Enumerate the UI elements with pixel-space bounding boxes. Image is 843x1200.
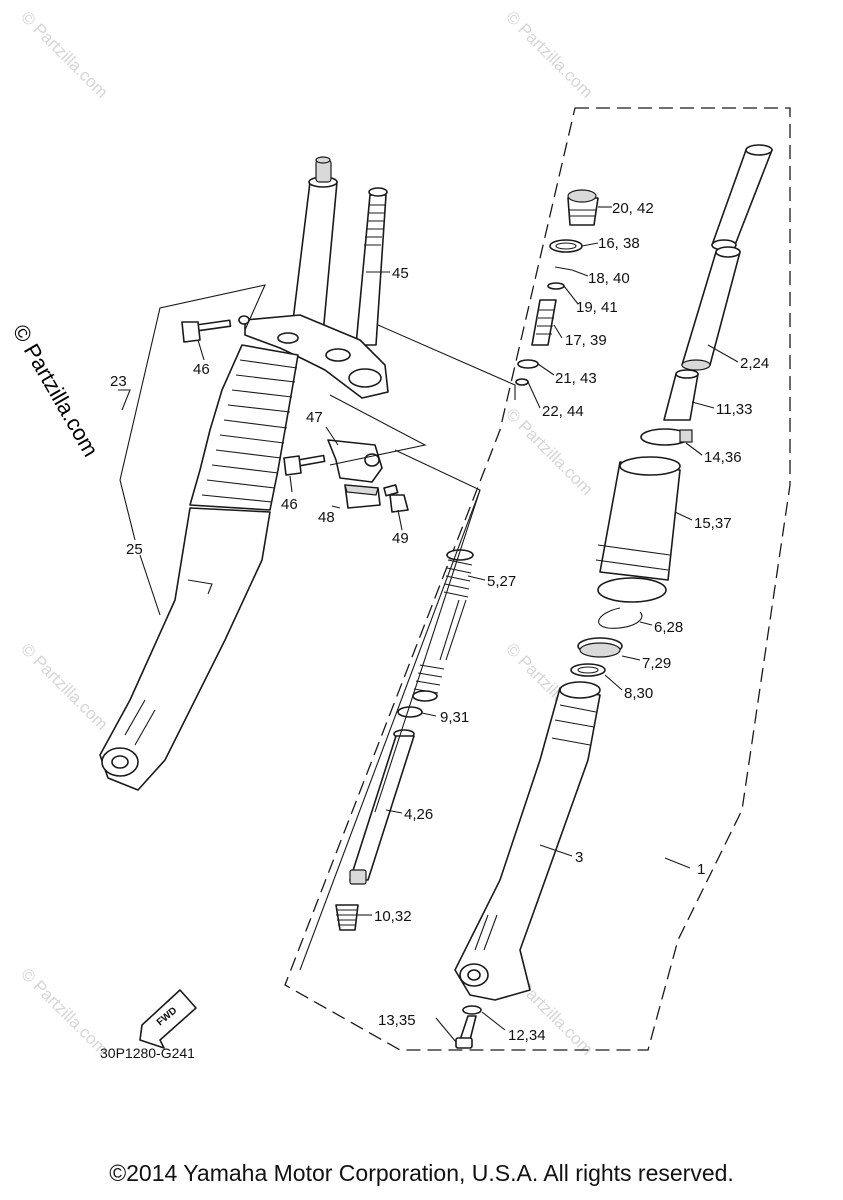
o-ring [549,239,583,253]
callout-21-43: 21, 43 [555,370,597,387]
watermark: © Partzilla.com [17,7,111,101]
circlip [598,607,643,629]
callout-16-38: 16, 38 [598,235,640,252]
callout-17-39: 17, 39 [565,332,607,349]
right-parts [454,144,773,1001]
callout-8-30: 8,30 [624,685,653,702]
outer-tube-3 [454,687,601,1001]
callout-48: 48 [318,509,335,526]
diagram-code: 30P1280-G241 [100,1045,195,1061]
callout-9-31: 9,31 [440,709,469,726]
callout-46-upper: 46 [193,361,210,378]
outer-tube [99,507,271,791]
callout-5-27: 5,27 [487,573,516,590]
adjuster [531,299,557,346]
callout-18-40: 18, 40 [588,270,630,287]
inner-tube-lower [681,251,741,366]
callout-1: 1 [697,861,705,878]
boot [189,344,299,511]
watermark: © Partzilla.com [17,964,111,1058]
callout-4-26: 4,26 [404,806,433,823]
left-hardware [181,315,409,513]
spring [443,559,473,598]
copyright-footer: ©2014 Yamaha Motor Corporation, U.S.A. A… [109,1160,734,1186]
callout-13-35: 13,35 [378,1012,416,1029]
callout-10-32: 10,32 [374,908,412,925]
callout-7-29: 7,29 [642,655,671,672]
assembly-boundary [284,107,791,1051]
bracket [327,439,383,483]
watermark-vertical: © Partzilla.com [8,320,104,461]
ring [397,706,423,718]
callout-12-34: 12,34 [508,1027,546,1044]
callout-46-lower: 46 [281,496,298,513]
bolt [459,1015,477,1041]
fwd-arrow: FWD [139,989,197,1049]
callout-25: 25 [126,541,143,558]
callout-49: 49 [392,530,409,547]
callout-labels: 20, 42 16, 38 18, 40 19, 41 17, 39 21, 4… [100,200,769,1061]
callout-14-36: 14,36 [704,449,742,466]
damper-rod [349,735,415,881]
callout-3: 3 [575,849,583,866]
callout-23: 23 [110,373,127,390]
callout-22-44: 22, 44 [542,403,584,420]
bushing [663,373,699,421]
inner-tube-upper [711,149,773,246]
callout-20-42: 20, 42 [612,200,654,217]
steering-stem [355,194,387,346]
callout-15-37: 15,37 [694,515,732,532]
taper-spindle [335,904,359,931]
callout-2-24: 2,24 [740,355,769,372]
callout-11-33: 11,33 [716,401,752,418]
callout-47: 47 [306,409,323,426]
watermark: © Partzilla.com [17,639,111,733]
callout-6-28: 6,28 [654,619,683,636]
callout-19-41: 19, 41 [576,299,618,316]
leader-lines [118,206,739,1043]
assembled-fork [99,156,389,791]
middle-parts [335,549,482,1049]
callout-45: 45 [392,265,409,282]
watermark: © Partzilla.com [502,7,596,101]
